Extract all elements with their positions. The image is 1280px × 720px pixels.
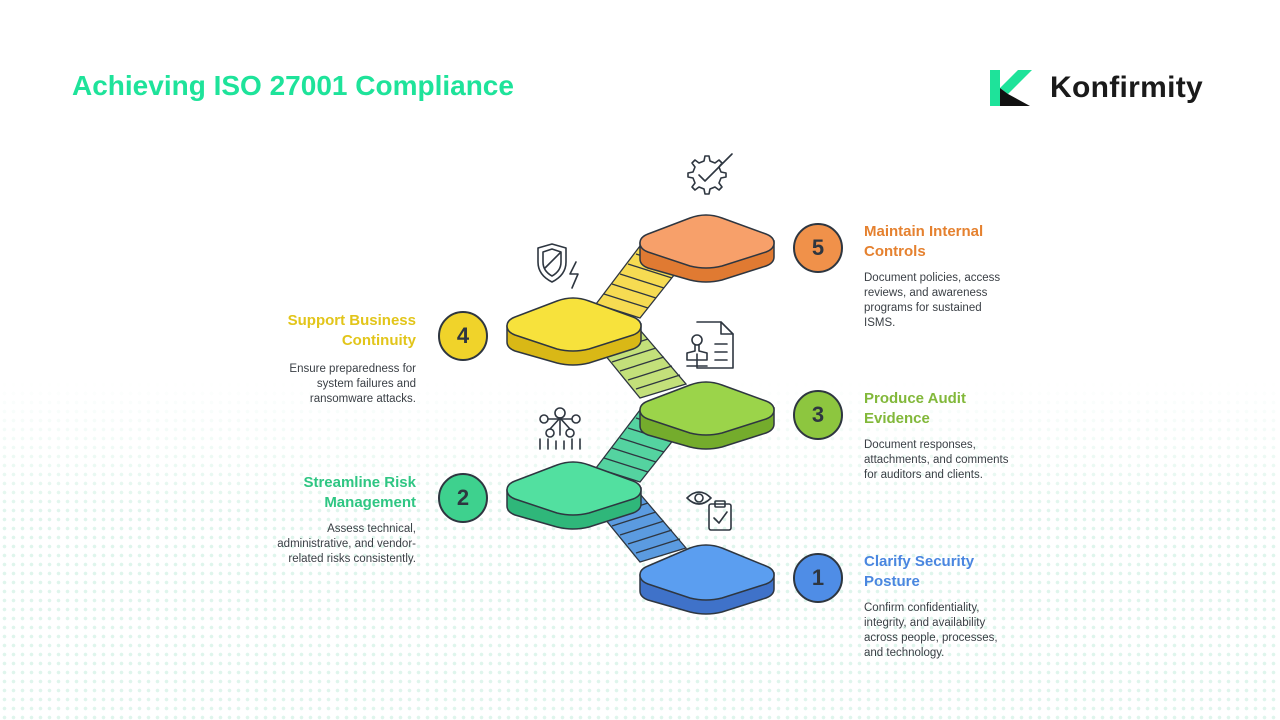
- landing-2: [506, 461, 642, 530]
- step-3-title: Produce Audit Evidence: [864, 390, 966, 427]
- document-stamp-icon: [686, 321, 734, 369]
- brand-logo: Konfirmity: [988, 66, 1203, 110]
- step-4-title: Support Business Continuity: [287, 312, 416, 349]
- step-3-number: 3: [793, 390, 843, 440]
- page-title: Achieving ISO 27001 Compliance: [72, 70, 514, 101]
- step-4-description: Ensure preparedness for system failures …: [289, 363, 416, 405]
- landing-3: [639, 381, 775, 450]
- step-1-number: 1: [793, 553, 843, 603]
- landing-4: [506, 297, 642, 366]
- konfirmity-logo-icon: [990, 70, 1032, 106]
- step-5-number: 5: [793, 223, 843, 273]
- step-2-title: Streamline Risk Management: [303, 474, 416, 511]
- network-people-icon: [539, 407, 581, 450]
- step-3-description: Document responses, attachments, and com…: [864, 439, 1009, 481]
- eye-clipboard-icon: [686, 491, 732, 531]
- step-2-description: Assess technical, administrative, and ve…: [277, 523, 416, 565]
- shield-lightning-icon: [537, 243, 579, 289]
- landing-5: [639, 214, 775, 283]
- step-1-title: Clarify Security Posture: [864, 553, 975, 590]
- step-5-title: Maintain Internal Controls: [864, 223, 984, 260]
- step-2-number: 2: [438, 473, 488, 523]
- gear-check-icon: [687, 153, 733, 195]
- brand-name: Konfirmity: [1050, 71, 1203, 104]
- step-1-description: Confirm confidentiality, integrity, and …: [864, 602, 998, 659]
- step-5-description: Document policies, access reviews, and a…: [864, 272, 1001, 329]
- landing-1: [639, 544, 775, 615]
- step-4-number: 4: [438, 311, 488, 361]
